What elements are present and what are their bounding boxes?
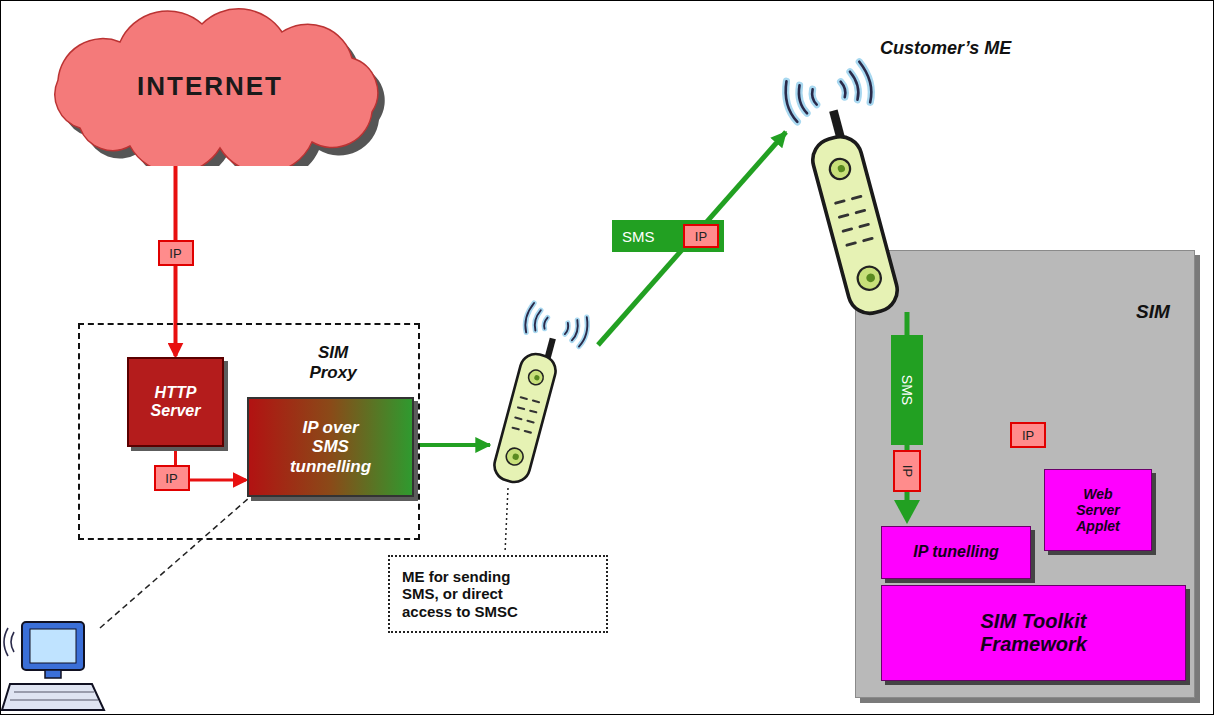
phone-icon <box>484 302 590 490</box>
process-box: IP over SMS tunnelling <box>247 397 414 497</box>
node-text: ME for sending SMS, or direct access to … <box>402 568 542 620</box>
phone-icon <box>782 60 928 320</box>
process-box: HTTP Server <box>127 357 224 447</box>
label-text: IP <box>900 465 915 477</box>
packet-label: IP <box>1010 422 1046 448</box>
proxy-group: SIM ProxyHTTP Server IP over SMS tunnelli… <box>78 323 420 540</box>
label-text: SMS <box>899 375 915 405</box>
band-label: SMS <box>891 335 923 445</box>
computer-icon <box>2 622 104 710</box>
process-box: SIM Toolkit Framework <box>881 585 1186 681</box>
packet-label: IP <box>154 465 190 491</box>
cloud-shape: INTERNET <box>20 8 400 166</box>
sms-arrow <box>412 443 490 447</box>
cloud-fill <box>55 9 378 166</box>
node-text: IP tunelling <box>913 543 999 561</box>
process-box: IP tunelling <box>881 526 1031 579</box>
node-text: Web Server Applet <box>1063 486 1133 534</box>
packet-label: IP <box>683 224 719 248</box>
packet-label: IP <box>893 450 921 492</box>
leader-line <box>100 497 250 628</box>
node-text: SIM Toolkit Framework <box>934 610 1134 656</box>
node-text: HTTP Server <box>136 384 216 421</box>
arrow-head <box>894 500 920 524</box>
sms-arrow <box>598 132 786 345</box>
callout-box: ME for sending SMS, or direct access to … <box>388 555 608 633</box>
node-text: SIM Proxy <box>298 343 368 382</box>
device-label: Customer’s ME <box>880 38 1011 59</box>
node-text: SIM <box>1136 301 1170 323</box>
node-text: IP over SMS tunnelling <box>283 418 378 477</box>
node-text: INTERNET <box>137 72 283 102</box>
process-box: Web Server Applet <box>1044 469 1152 551</box>
packet-label: IP <box>158 240 194 266</box>
leader-line <box>505 488 508 553</box>
